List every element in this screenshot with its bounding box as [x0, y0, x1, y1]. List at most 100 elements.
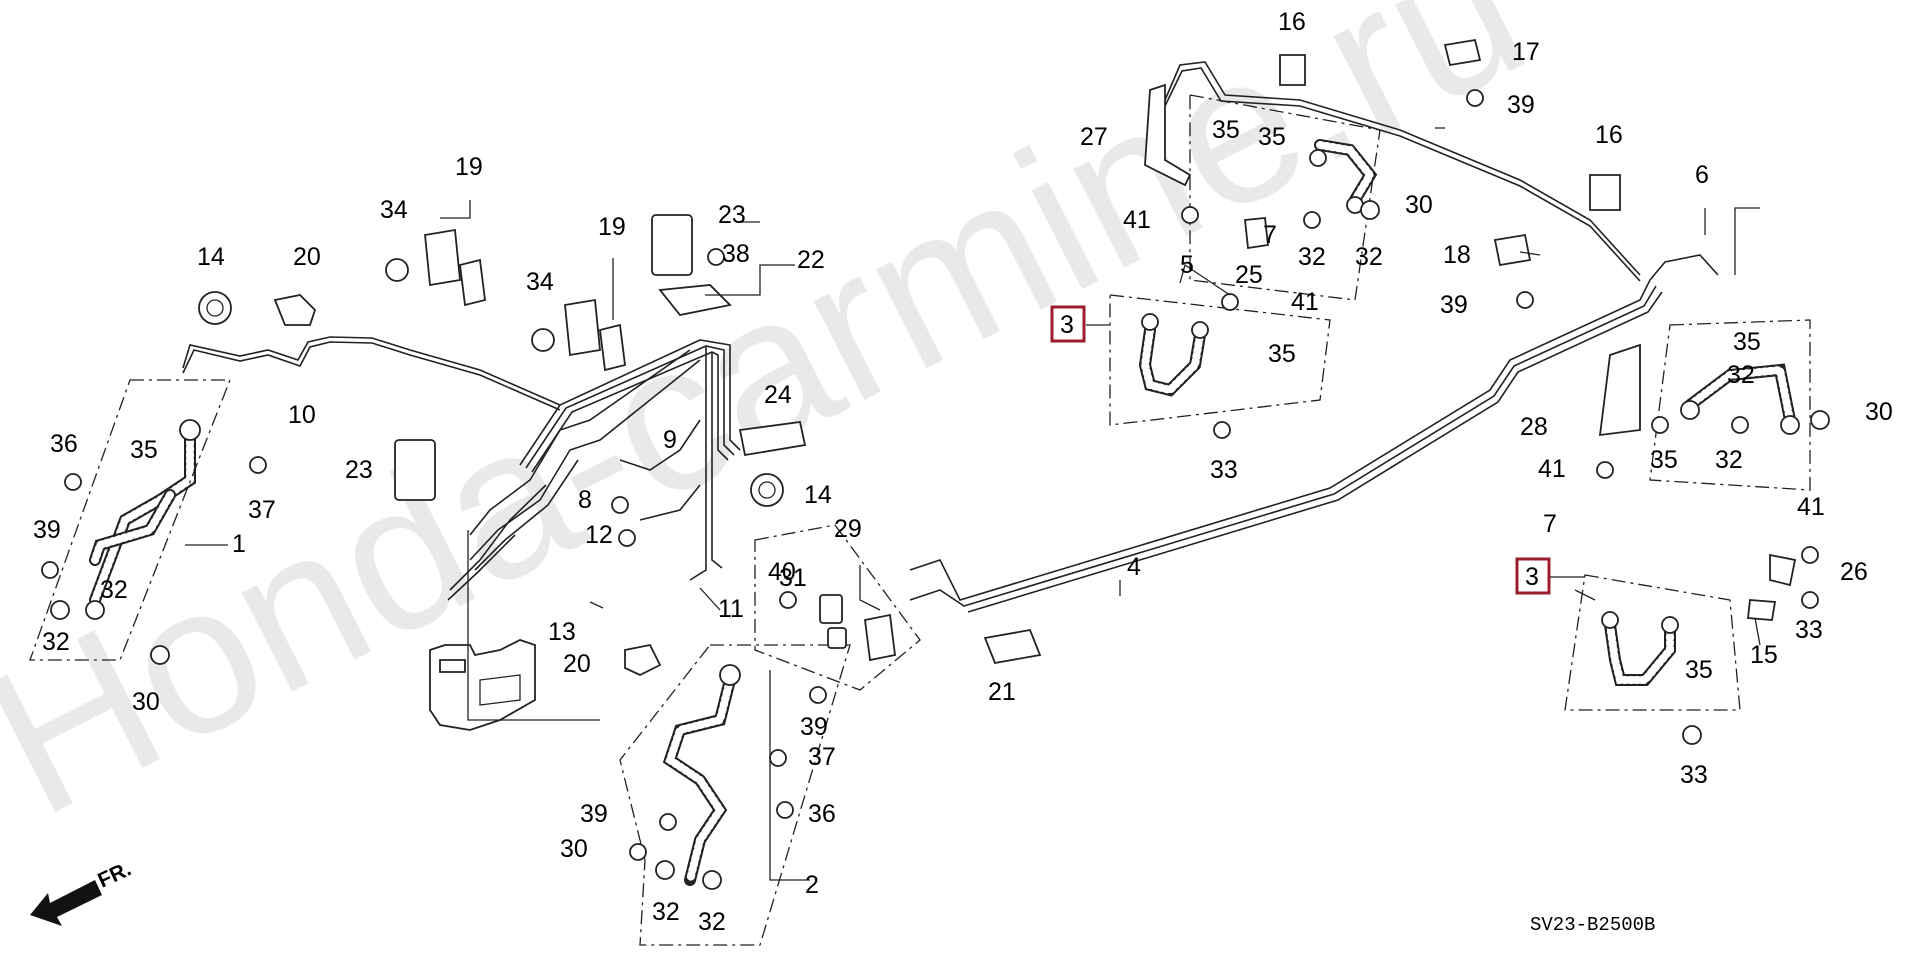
callout-35: 35: [1685, 656, 1713, 684]
callout-35: 35: [1733, 328, 1761, 356]
highlight-box-3-upper: [1050, 305, 1086, 343]
callout-33: 33: [1680, 761, 1708, 789]
part-31-fitting: [819, 594, 847, 649]
part-20-clip-left: [273, 294, 317, 326]
callout-8: 8: [578, 486, 592, 514]
brake-pipe-bundle: [447, 339, 741, 601]
callout-39: 39: [1440, 291, 1468, 319]
hose-assembly-3-upper: [1109, 294, 1331, 426]
callout-14: 14: [804, 481, 832, 509]
part-27-bracket: [1144, 83, 1192, 187]
callout-35: 35: [1258, 123, 1286, 151]
callout-14: 14: [197, 243, 225, 271]
callout-20: 20: [563, 650, 591, 678]
callout-11: 11: [718, 595, 744, 623]
callout-23: 23: [345, 456, 373, 484]
callout-6: 6: [1695, 161, 1709, 189]
part-15-clip: [1747, 599, 1777, 621]
part-34-nut-left: [385, 258, 409, 282]
leader-lines: [185, 127, 1761, 881]
hose-assembly-rear-left: [1189, 94, 1381, 301]
callout-32: 32: [1298, 243, 1326, 271]
part-34-nut-center: [531, 328, 555, 352]
callout-19: 19: [598, 213, 626, 241]
part-26-bracket: [1769, 553, 1797, 587]
hose-assembly-rear-right: [1649, 319, 1811, 491]
part-21-block: [983, 628, 1042, 665]
callout-32: 32: [698, 908, 726, 936]
callout-20: 20: [293, 243, 321, 271]
part-29-bracket: [754, 524, 921, 691]
callout-16: 16: [1278, 8, 1306, 36]
part-22-bracket: [658, 284, 732, 316]
callout-29: 29: [834, 515, 862, 543]
part-16-grommet-upper: [1279, 54, 1306, 86]
callout-32: 32: [42, 628, 70, 656]
callout-33: 33: [1795, 616, 1823, 644]
part-14-grommet-left: [198, 291, 232, 325]
callout-41: 41: [1123, 206, 1151, 234]
callout-2: 2: [805, 871, 819, 899]
callout-39: 39: [800, 713, 828, 741]
callout-15: 15: [1750, 641, 1778, 669]
callout-30: 30: [1865, 398, 1893, 426]
callout-41: 41: [1797, 493, 1825, 521]
callout-40: 40: [768, 558, 796, 586]
callout-1: 1: [232, 530, 246, 558]
callout-16: 16: [1595, 121, 1623, 149]
callout-3: 3: [1525, 563, 1539, 591]
callout-22: 22: [797, 246, 825, 274]
callout-19: 19: [455, 153, 483, 181]
callout-9: 9: [663, 426, 677, 454]
part-40-bolt: [779, 591, 797, 609]
callout-24: 24: [764, 381, 792, 409]
callout-35: 35: [130, 436, 158, 464]
callout-30: 30: [1405, 191, 1433, 219]
part-25-bracket: [1244, 217, 1269, 250]
callout-5: 5: [1180, 251, 1194, 279]
callout-12: 12: [585, 521, 613, 549]
callout-7: 7: [1543, 510, 1557, 538]
part-14-grommet-center: [750, 473, 784, 507]
callout-36: 36: [808, 800, 836, 828]
callout-21: 21: [988, 678, 1016, 706]
callout-33: 33: [1210, 456, 1238, 484]
callout-32: 32: [652, 898, 680, 926]
hose-assembly-3-lower: [1564, 574, 1741, 711]
part-17-bracket: [1443, 38, 1482, 67]
callout-28: 28: [1520, 413, 1548, 441]
callout-27: 27: [1080, 123, 1108, 151]
part-23-block-left: [394, 439, 436, 501]
callout-34: 34: [526, 268, 554, 296]
callout-35: 35: [1212, 116, 1240, 144]
callout-39: 39: [580, 800, 608, 828]
brake-pipe-10: [182, 336, 561, 411]
callout-4: 4: [1127, 553, 1141, 581]
callout-37: 37: [808, 743, 836, 771]
callout-35: 35: [1268, 340, 1296, 368]
hose-assembly-2: [619, 644, 851, 946]
callout-3: 3: [1060, 311, 1074, 339]
callout-34: 34: [380, 196, 408, 224]
part-23-block-upper: [651, 214, 693, 276]
callout-17: 17: [1512, 38, 1540, 66]
callout-32: 32: [100, 576, 128, 604]
callout-37: 37: [248, 496, 276, 524]
callout-41: 41: [1291, 288, 1319, 316]
hose-assembly-1: [29, 379, 231, 661]
part-18-bracket: [1493, 233, 1532, 267]
callout-labels: 1233456778910111213141415161617181919202…: [33, 8, 1893, 936]
callout-30: 30: [560, 835, 588, 863]
part-19-bracket-center: [564, 298, 626, 372]
callout-32: 32: [1715, 446, 1743, 474]
callout-36: 36: [50, 430, 78, 458]
brake-pipe-6: [1164, 61, 1719, 282]
diagram-code: SV23-B2500B: [1530, 914, 1655, 936]
master-cylinder-reservoir: [429, 639, 536, 731]
callout-30: 30: [132, 688, 160, 716]
callout-35: 35: [1650, 446, 1678, 474]
callout-26: 26: [1840, 558, 1868, 586]
highlight-box-3-lower: [1515, 557, 1551, 595]
part-16-grommet-right: [1589, 174, 1621, 211]
